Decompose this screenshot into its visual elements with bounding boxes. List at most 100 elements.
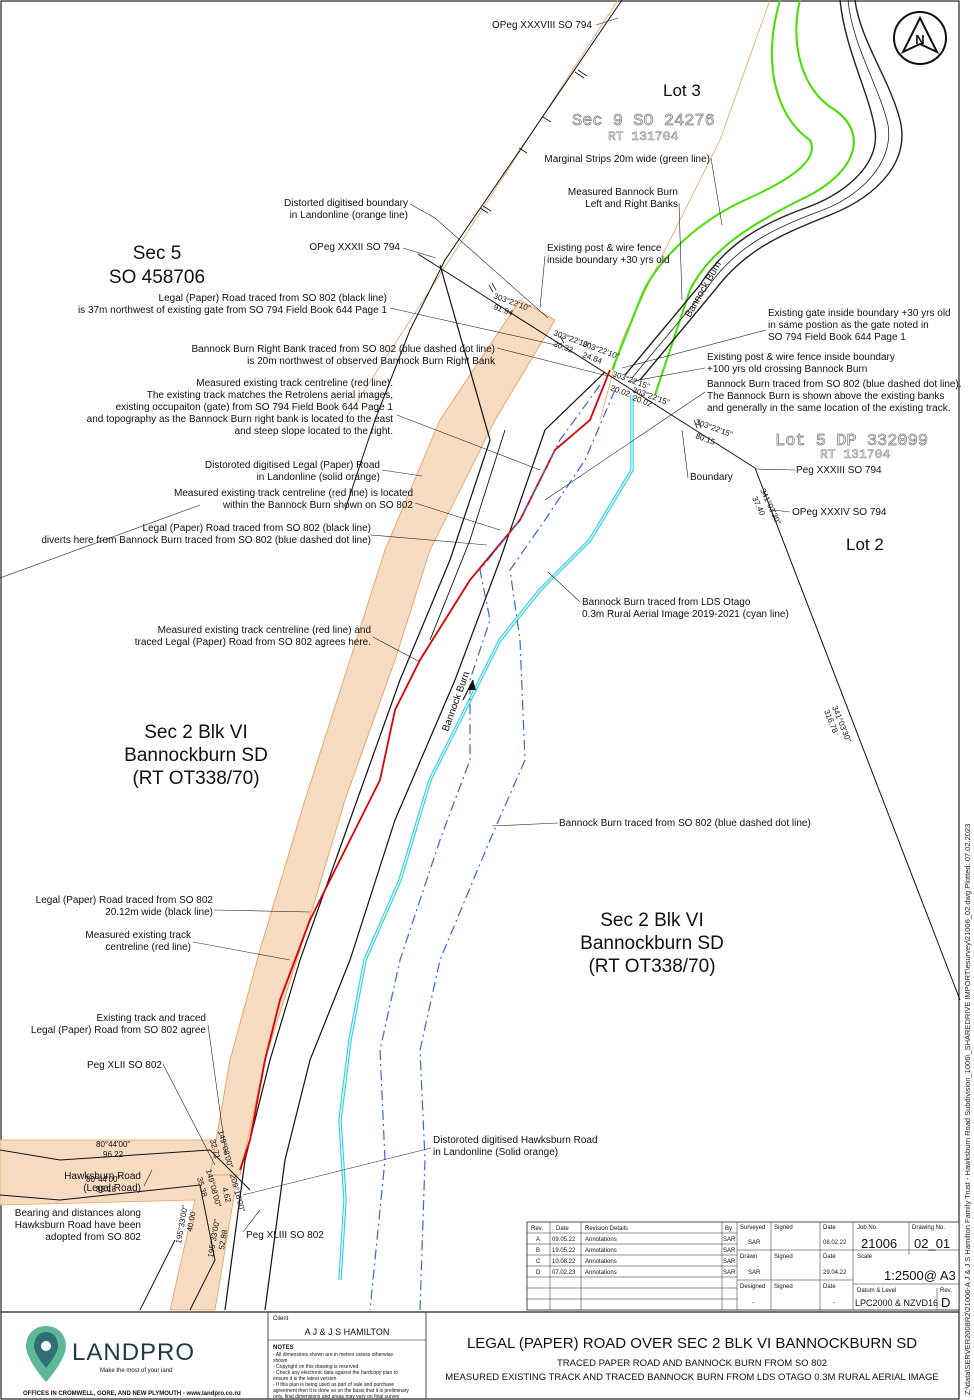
client-name: A J & J S HAMILTON	[305, 1327, 390, 1337]
legal-road-37m-label-2: is 37m northwest of existing gate from S…	[78, 305, 387, 316]
surveyed-date-value: 08.02.22	[823, 1240, 847, 1246]
distorted-boundary-label-1: Distorted digitised boundary	[284, 198, 408, 209]
diverts-label-1: Legal (Paper) Road traced from SO 802 (b…	[143, 523, 371, 534]
existing-agree-label-1: Existing track and traced	[97, 1013, 207, 1024]
legal-road-black-mid	[429, 429, 506, 641]
marginal-strip-green-west	[611, 0, 813, 371]
rev-cell: C	[536, 1259, 541, 1265]
flow-arrow-head-icon	[468, 680, 476, 690]
corner-distance-4: 52.88	[217, 1229, 229, 1251]
gate-label-1: Existing gate inside boundary +30 yrs ol…	[768, 308, 951, 319]
sec2-west-line3: (RT OT338/70)	[132, 768, 259, 789]
note-line: - Copyright on this drawing is reserved	[273, 1364, 359, 1370]
measured-bank-inner	[631, 0, 890, 379]
bannock-burn-blue-dashed-east	[419, 389, 616, 1311]
details-cell: Annotations	[585, 1259, 617, 1265]
measured-track-label-1: Measured existing track	[85, 930, 192, 941]
track-red-label-1: Measured existing track centreline (red …	[196, 378, 393, 389]
right-bank-label-1: Bannock Burn Right Bank traced from SO 8…	[191, 344, 495, 355]
distorted-road-label-2: in Landonline (solid orange)	[257, 472, 380, 483]
rev-cell: A	[536, 1237, 540, 1243]
drawing-no-label: Drawing No.	[912, 1225, 945, 1231]
details-cell: Annotations	[585, 1248, 617, 1254]
designed-by-value: -	[752, 1300, 754, 1306]
fence100-label-1: Existing post & wire fence inside bounda…	[707, 352, 895, 363]
opeg-38-label: OPeg XXXVIII SO 794	[492, 20, 592, 31]
lot5-rt-ghost-label: RT 131704	[820, 447, 890, 462]
boundary-label: Boundary	[690, 472, 733, 483]
agrees-label-1: Measured existing track centreline (red …	[158, 625, 371, 636]
measured-right-bank	[624, 0, 877, 376]
hawksburn-bearing-1: 80°44'00"	[96, 1140, 130, 1149]
job-no-label: Job No.	[857, 1225, 878, 1231]
note-line: - Check any electronic data against the …	[273, 1370, 398, 1376]
track-red-label-4: and topography as the Bannock Burn right…	[87, 414, 394, 425]
distorted-boundary-label-2: in Landonline (orange line)	[290, 210, 408, 221]
table-row: B 19.05.22 Annotations SAR	[536, 1248, 736, 1254]
burn-traced-label-3: and generally in the same location of th…	[707, 403, 950, 414]
date-label-2: Date	[823, 1254, 836, 1260]
surveyed-label: Surveyed	[740, 1225, 765, 1231]
sec5-label-line2: SO 458706	[109, 267, 205, 288]
legal-road-37m-label-1: Legal (Paper) Road traced from SO 802 (b…	[159, 293, 387, 304]
signed-label-3: Signed	[774, 1284, 793, 1290]
date-col-header: Date	[556, 1226, 569, 1232]
note-line: agreement then it is done so on the basi…	[273, 1388, 409, 1394]
note-line: ensure it is the latest version	[273, 1376, 337, 1382]
sec2-east-line1: Sec 2 Blk VI	[600, 910, 704, 931]
table-row: A 09.05.22 Annotations SAR	[536, 1237, 736, 1243]
lot2-label: Lot 2	[846, 535, 884, 554]
hawksburn-road-label-1: Hawksburn Road	[64, 1171, 141, 1182]
title-block: LANDPRO Make the most of your land OFFIC…	[1, 1311, 959, 1400]
sec2-west-line2: Bannockburn SD	[124, 745, 268, 766]
date-cell: 07.02.23	[552, 1270, 576, 1276]
date-cell: 10.08.22	[552, 1259, 576, 1265]
existing-track-red-line	[239, 369, 611, 1171]
rev-cell: D	[536, 1270, 541, 1276]
bearings-note-1: Bearing and distances along	[15, 1208, 141, 1219]
hawksburn-distorted-label-2: in Landonline (Solid orange)	[433, 1147, 558, 1158]
boundary-segment-lot3	[417, 253, 756, 469]
sec5-label-line1: Sec 5	[133, 243, 182, 264]
opeg-32-label: OPeg XXXII SO 794	[309, 242, 400, 253]
details-col-header: Revision Details	[585, 1226, 628, 1232]
peg-42-label: Peg XLII SO 802	[87, 1060, 162, 1071]
burn-traced-label-1: Bannock Burn traced from SO 802 (blue da…	[707, 379, 962, 390]
job-no-value: 21006	[861, 1236, 897, 1251]
rev-label: Rev.	[940, 1288, 952, 1294]
legal-road-20-label-2: 20.12m wide (black line)	[105, 907, 213, 918]
drawing-title: LEGAL (PAPER) ROAD OVER SEC 2 BLK VI BAN…	[467, 1335, 917, 1352]
corner-distance-3: 40.00	[185, 1211, 197, 1233]
right-bank-label-2: is 20m northwest of observed Bannock Bur…	[247, 356, 496, 367]
lds-label-2: 0.3m Rural Aerial Image 2019-2021 (cyan …	[582, 609, 789, 620]
by-cell: SAR	[723, 1270, 736, 1276]
bearings-note-2: Hawksburn Road have been	[15, 1220, 141, 1231]
signed-label-1: Signed	[774, 1225, 793, 1231]
burn-so802-label: Bannock Burn traced from SO 802 (blue da…	[559, 818, 811, 829]
burn-traced-label-2: The Bannock Burn is shown above the exis…	[707, 391, 944, 402]
date-cell: 09.05.22	[552, 1237, 576, 1243]
marginal-strip-green-east	[654, 0, 855, 396]
measured-banks-label-1: Measured Bannock Burn	[568, 187, 678, 198]
sec9-ghost-label: Sec 9 SO 24276	[572, 112, 715, 131]
designed-label: Designed	[740, 1284, 765, 1290]
lot5-ghost-label: Lot 5 DP 332099	[775, 432, 928, 451]
sec2-west-line1: Sec 2 Blk VI	[144, 722, 248, 743]
gate-label-3: SO 794 Field Book 644 Page 1	[768, 332, 906, 343]
legal-road-20-label-1: Legal (Paper) Road traced from SO 802	[36, 895, 214, 906]
date-label-1: Date	[823, 1225, 836, 1231]
note-line: shown	[273, 1358, 288, 1364]
boundary-ne-line	[344, 0, 623, 511]
bannock-burn-cyan-line-inner	[339, 395, 633, 1281]
hawksburn-bearing-2: 80°44'00"	[86, 1175, 120, 1184]
by-cell: SAR	[723, 1259, 736, 1265]
sec2-east-line3: (RT OT338/70)	[588, 956, 715, 977]
drawing-no-value: 02_01	[914, 1236, 950, 1251]
track-within-label-1: Measured existing track centreline (red …	[174, 488, 413, 499]
designed-date-value: -	[833, 1300, 835, 1306]
drawn-by-value: SAR	[748, 1270, 761, 1276]
marginal-strips-label: Marginal Strips 20m wide (green line)	[544, 154, 710, 165]
measured-left-bank	[639, 0, 903, 381]
north-letter: N	[915, 32, 924, 47]
